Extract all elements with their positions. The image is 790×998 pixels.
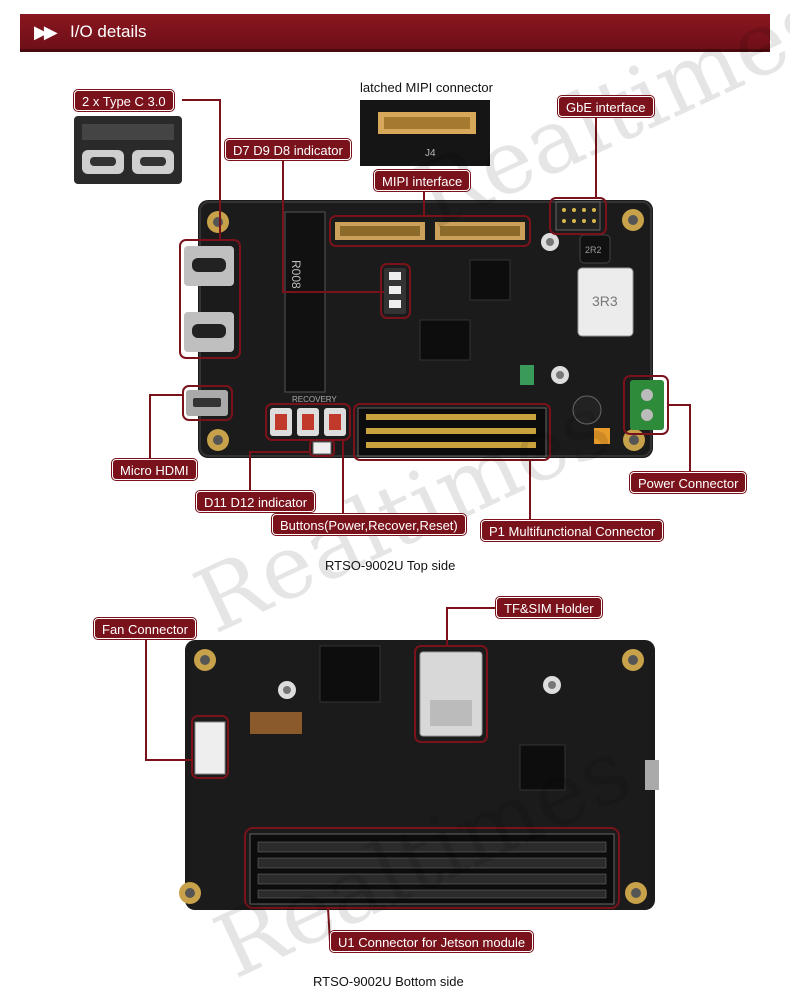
label-gbe-interface: GbE interface [558,96,654,117]
r008-mark: R008 [289,260,303,289]
j4-mark: J4 [425,148,436,159]
section-title: I/O details [70,22,147,41]
label-mipi-interface: MIPI interface [374,170,471,191]
latched-mipi-inset: J4 [360,100,490,166]
label-fan-connector: Fan Connector [94,618,196,639]
recovery-mark: RECOVERY [292,395,337,404]
caption-bottom-side: RTSO-9002U Bottom side [313,974,464,989]
section-header: ▶▶ I/O details [20,14,770,52]
label-d11-d12-indicator: D11 D12 indicator [196,491,316,512]
label-latched-mipi: latched MIPI connector [360,80,493,95]
label-d7-d9-d8-indicator: D7 D9 D8 indicator [225,139,351,160]
label-buttons: Buttons(Power,Recover,Reset) [272,514,466,535]
bottom-board [179,640,659,910]
double-arrow-icon: ▶▶ [34,22,58,42]
typec-inset [74,116,182,184]
label-typec: 2 x Type C 3.0 [74,90,174,111]
label-micro-hdmi: Micro HDMI [112,459,197,480]
label-tf-sim-holder: TF&SIM Holder [496,597,602,618]
inductor-mark: 3R3 [592,293,618,309]
top-board: R008 RECOVERY 3R3 2R2 [184,200,664,458]
caption-top-side: RTSO-9002U Top side [325,558,456,573]
small-inductor-mark: 2R2 [585,245,602,255]
label-u1-connector: U1 Connector for Jetson module [330,931,534,952]
label-power-connector: Power Connector [630,472,747,493]
label-p1-connector: P1 Multifunctional Connector [481,520,664,541]
